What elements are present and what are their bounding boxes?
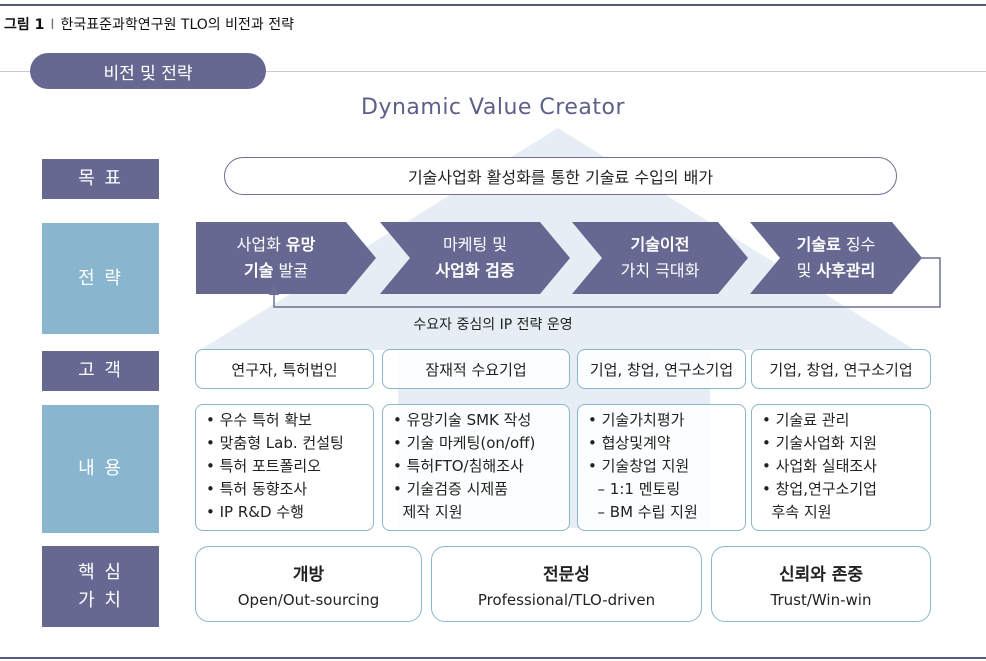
- label-core-line2: 가 치: [78, 589, 123, 611]
- content-item: • 특허FTO/침해조사: [393, 457, 524, 475]
- core-value-subtitle: Open/Out-sourcing: [237, 590, 380, 609]
- content-item: • 창업,연구소기업: [762, 480, 877, 498]
- content-item: • 기술검증 시제품: [393, 480, 508, 498]
- strategy-chevrons: [196, 222, 922, 294]
- figure-title: 한국표준과학연구원 TLO의 비전과 전략: [60, 17, 294, 33]
- core-value-open: 개방 Open/Out-sourcing: [195, 546, 422, 622]
- slogan: Dynamic Value Creator: [361, 95, 625, 120]
- label-core-line1: 핵 심: [78, 561, 123, 583]
- content-item: • 맞춤형 Lab. 컨설팅: [206, 434, 344, 452]
- content-box-3: • 기술가치평가 • 협상및계약 • 기술창업 지원 – 1:1 멘토링 – B…: [577, 404, 746, 531]
- label-contents: 내 용: [42, 405, 159, 533]
- chevron-4: [750, 222, 922, 294]
- content-box-4: • 기술료 관리 • 기술사업화 지원 • 사업화 실태조사 • 창업,연구소기…: [751, 404, 931, 531]
- feedback-loop-arrow: [269, 257, 941, 308]
- caption-separator: I: [50, 17, 55, 33]
- loop-note: 수요자 중심의 IP 전략 운영: [413, 317, 573, 333]
- chevron-3: [572, 222, 748, 294]
- core-value-trust: 신뢰와 존중 Trust/Win-win: [711, 546, 931, 622]
- content-item: • IP R&D 수행: [206, 503, 304, 521]
- content-item: • 특허 동향조사: [206, 480, 308, 498]
- content-item: • 우수 특허 확보: [206, 411, 312, 429]
- core-value-title: 신뢰와 존중: [778, 564, 864, 585]
- content-item: 제작 지원: [393, 503, 463, 521]
- content-item: • 기술가치평가: [588, 411, 685, 429]
- strategy-step-2: 마케팅 및 사업화 검증: [435, 235, 515, 280]
- content-item: • 기술사업화 지원: [762, 434, 877, 452]
- customer-box-4: 기업, 창업, 연구소기업: [751, 349, 931, 389]
- vision-strategy-pill: 비전 및 전략: [30, 53, 266, 89]
- strategy-step-4: 기술료 징수 및 사후관리: [796, 235, 876, 280]
- label-core-values: 핵 심 가 치: [42, 546, 159, 627]
- content-item: • 기술 마케팅(on/off): [393, 434, 536, 452]
- top-rule: [0, 4, 986, 6]
- core-value-subtitle: Trust/Win-win: [770, 590, 872, 609]
- goal-box: 기술사업화 활성화를 통한 기술료 수입의 배가: [224, 157, 897, 195]
- content-box-2: • 유망기술 SMK 작성 • 기술 마케팅(on/off) • 특허FTO/침…: [382, 404, 570, 531]
- figure-caption: 그림 1 I 한국표준과학연구원 TLO의 비전과 전략: [4, 14, 294, 34]
- content-box-1: • 우수 특허 확보 • 맞춤형 Lab. 컨설팅 • 특허 포트폴리오 • 특…: [195, 404, 374, 531]
- customer-box-3: 기업, 창업, 연구소기업: [577, 349, 746, 389]
- content-item: 후속 지원: [762, 503, 832, 521]
- content-item: • 협상및계약: [588, 434, 671, 452]
- content-item: • 유망기술 SMK 작성: [393, 411, 532, 429]
- figure-number: 그림 1: [4, 17, 45, 33]
- core-value-professional: 전문성 Professional/TLO-driven: [431, 546, 702, 622]
- content-item: – BM 수립 지원: [588, 503, 698, 521]
- chevron-2: [380, 222, 570, 294]
- core-value-title: 개방: [292, 564, 325, 585]
- content-item: • 사업화 실태조사: [762, 457, 877, 475]
- strategy-step-3: 기술이전 가치 극대화: [620, 235, 700, 280]
- header-divider: [0, 71, 986, 72]
- bottom-rule: [0, 657, 986, 659]
- label-goal: 목 표: [42, 159, 159, 199]
- content-item: • 기술료 관리: [762, 411, 850, 429]
- customer-box-1: 연구자, 특허법인: [195, 349, 374, 389]
- content-item: • 특허 포트폴리오: [206, 457, 321, 475]
- content-item: – 1:1 멘토링: [588, 480, 681, 498]
- customer-box-2: 잠재적 수요기업: [382, 349, 570, 389]
- content-item: • 기술창업 지원: [588, 457, 690, 475]
- strategy-step-1: 사업화 유망 기술 발굴: [236, 235, 316, 280]
- label-customer: 고 객: [42, 351, 159, 391]
- label-strategy: 전 략: [42, 223, 159, 334]
- core-value-subtitle: Professional/TLO-driven: [477, 590, 656, 609]
- core-value-title: 전문성: [543, 564, 590, 585]
- chevron-1: [196, 222, 376, 294]
